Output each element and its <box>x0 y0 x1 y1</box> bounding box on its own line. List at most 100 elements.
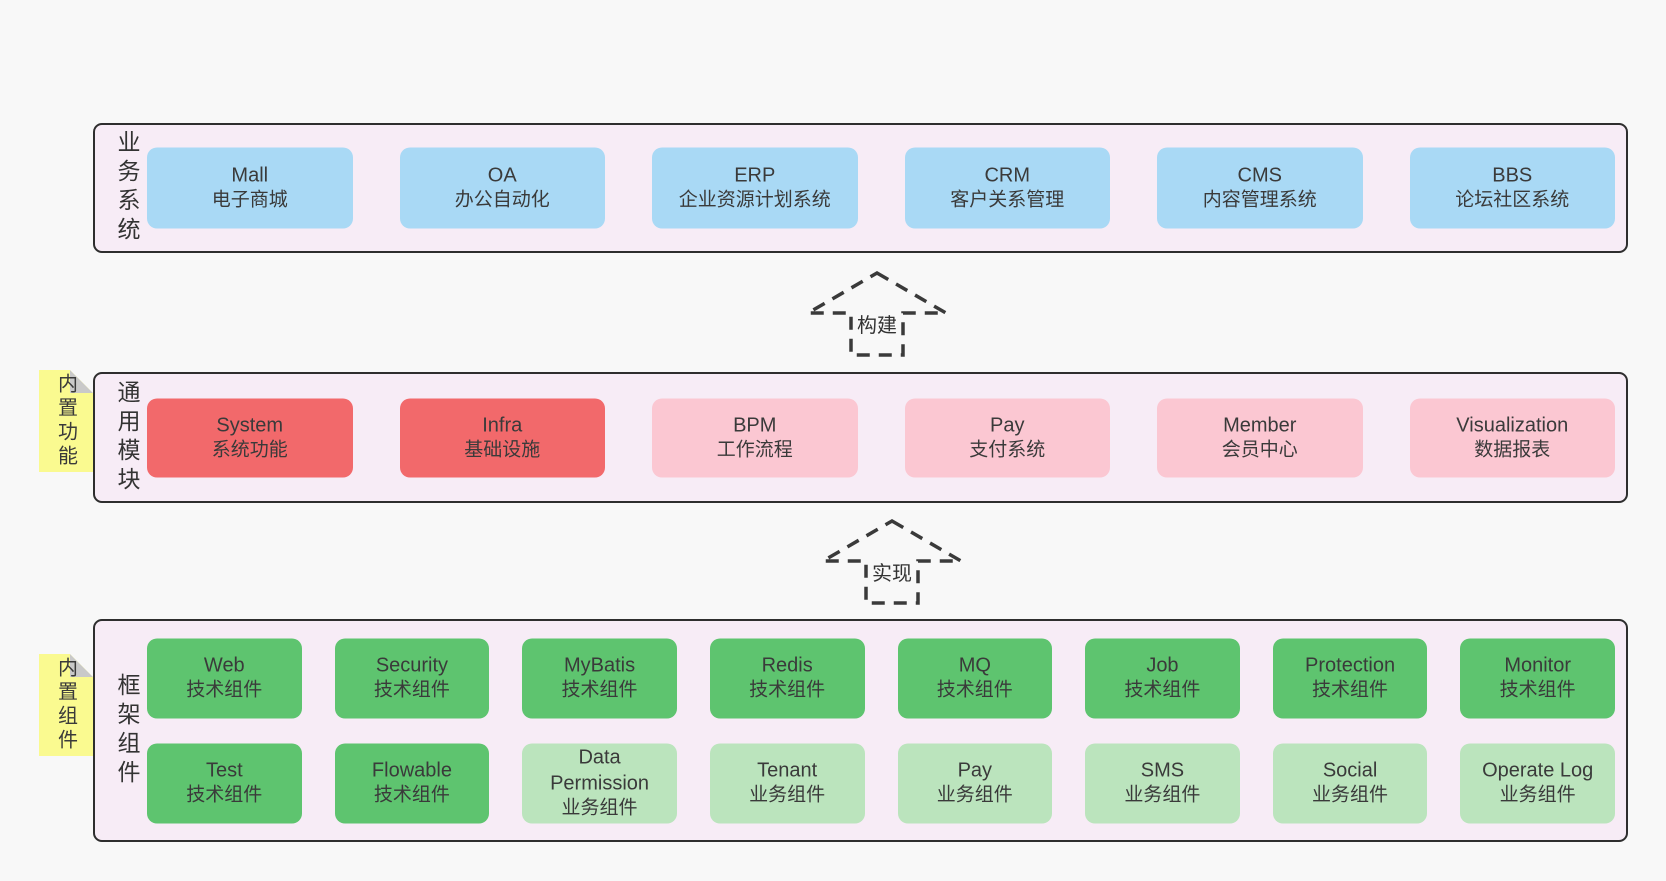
box-infra: Infra 基础设施 <box>399 398 605 477</box>
sticky-note-built-in-functions: 内置功能 <box>39 370 93 472</box>
box-name: SMS <box>1140 759 1185 782</box>
tier-label-framework-components: 框架组件 <box>114 672 140 789</box>
box-desc: 客户关系管理 <box>950 189 1065 211</box>
tier-business-systems: 业务系统 Mall 电子商城 OA 办公自动化 ERP 企业资源计划系统 CRM… <box>93 123 1628 253</box>
box-name: Infra <box>482 414 523 437</box>
box-tenant: Tenant 业务组件 <box>709 743 865 823</box>
box-visualization: Visualization 数据报表 <box>1409 398 1615 477</box>
box-desc: 业务组件 <box>1499 784 1576 806</box>
box-desc: 会员中心 <box>1221 439 1298 461</box>
box-name: Tenant <box>757 759 818 782</box>
box-flowable: Flowable 技术组件 <box>334 743 490 823</box>
box-name: MQ <box>958 654 991 677</box>
box-name: Redis <box>761 654 813 677</box>
up-arrow-icon <box>805 270 949 357</box>
common-modules-boxes: System 系统功能 Infra 基础设施 BPM 工作流程 Pay 支付系统… <box>147 398 1615 477</box>
box-desc: 业务组件 <box>1312 784 1389 806</box>
implement-arrow: 实现 <box>820 518 964 606</box>
box-name: Security <box>375 654 449 677</box>
build-arrow-label: 构建 <box>854 315 900 337</box>
box-name: CRM <box>984 164 1031 187</box>
box-desc: 系统功能 <box>211 439 288 461</box>
box-row: Mall 电子商城 OA 办公自动化 ERP 企业资源计划系统 CRM 客户关系… <box>147 147 1615 229</box>
box-oa: OA 办公自动化 <box>399 147 605 229</box>
box-erp: ERP 企业资源计划系统 <box>652 147 858 229</box>
box-name: Monitor <box>1504 654 1572 677</box>
box-name: Job <box>1146 654 1179 677</box>
box-name: MyBatis <box>564 654 636 677</box>
box-security: Security 技术组件 <box>334 638 490 718</box>
box-row: Test 技术组件 Flowable 技术组件 Data Permission … <box>147 743 1615 823</box>
box-row: Web 技术组件 Security 技术组件 MyBatis 技术组件 Redi… <box>147 638 1615 718</box>
box-desc: 基础设施 <box>464 439 541 461</box>
box-name: BBS <box>1492 164 1533 187</box>
box-desc: 技术组件 <box>186 784 263 806</box>
up-arrow-icon <box>820 518 964 605</box>
box-pay-module: Pay 支付系统 <box>904 398 1110 477</box>
box-web: Web 技术组件 <box>147 638 302 718</box>
box-desc: 技术组件 <box>1499 679 1576 701</box>
box-desc: 技术组件 <box>373 784 450 806</box>
box-desc: 技术组件 <box>1124 679 1201 701</box>
box-job: Job 技术组件 <box>1085 638 1240 718</box>
framework-components-boxes: Web 技术组件 Security 技术组件 MyBatis 技术组件 Redi… <box>147 638 1615 823</box>
box-desc: 技术组件 <box>561 679 638 701</box>
box-name: Mall <box>231 164 269 187</box>
note-text: 内置功能 <box>54 373 77 469</box>
box-name: BPM <box>733 414 777 437</box>
box-bbs: BBS 论坛社区系统 <box>1409 147 1615 229</box>
box-cms: CMS 内容管理系统 <box>1157 147 1363 229</box>
box-desc: 业务组件 <box>749 784 826 806</box>
box-desc: 技术组件 <box>1312 679 1389 701</box>
box-name: CMS <box>1237 164 1282 187</box>
box-desc: 工作流程 <box>716 439 793 461</box>
box-desc: 内容管理系统 <box>1202 189 1317 211</box>
box-operate-log: Operate Log 业务组件 <box>1460 743 1615 823</box>
box-desc: 业务组件 <box>561 797 638 819</box>
box-desc: 企业资源计划系统 <box>678 189 831 211</box>
box-desc: 技术组件 <box>373 679 450 701</box>
box-desc: 技术组件 <box>936 679 1013 701</box>
box-pay-component: Pay 业务组件 <box>897 743 1053 823</box>
box-protection: Protection 技术组件 <box>1272 638 1428 718</box>
box-name: Social <box>1322 759 1378 782</box>
box-name: Flowable <box>371 759 452 782</box>
box-mall: Mall 电子商城 <box>147 147 353 229</box>
tier-common-modules: 通用模块 System 系统功能 Infra 基础设施 BPM 工作流程 Pay… <box>93 372 1628 503</box>
box-crm: CRM 客户关系管理 <box>904 147 1110 229</box>
box-test: Test 技术组件 <box>147 743 302 823</box>
box-name: Pay <box>990 414 1025 437</box>
business-systems-boxes: Mall 电子商城 OA 办公自动化 ERP 企业资源计划系统 CRM 客户关系… <box>147 147 1615 229</box>
box-sms: SMS 业务组件 <box>1085 743 1240 823</box>
box-name: Member <box>1223 414 1297 437</box>
box-desc: 论坛社区系统 <box>1455 189 1570 211</box>
box-row: System 系统功能 Infra 基础设施 BPM 工作流程 Pay 支付系统… <box>147 398 1615 477</box>
tier-framework-components: 框架组件 Web 技术组件 Security 技术组件 MyBatis 技术组件… <box>93 619 1628 842</box>
box-name: Protection <box>1305 654 1396 677</box>
box-name: Test <box>205 759 243 782</box>
box-desc: 办公自动化 <box>454 189 550 211</box>
box-desc: 支付系统 <box>969 439 1046 461</box>
box-desc: 数据报表 <box>1474 439 1551 461</box>
sticky-note-built-in-components: 内置组件 <box>39 654 93 756</box>
box-desc: 技术组件 <box>186 679 263 701</box>
box-monitor: Monitor 技术组件 <box>1460 638 1615 718</box>
box-name: ERP <box>734 164 776 187</box>
implement-arrow-label: 实现 <box>869 563 915 585</box>
box-system: System 系统功能 <box>147 398 353 477</box>
box-bpm: BPM 工作流程 <box>652 398 858 477</box>
box-desc: 技术组件 <box>749 679 826 701</box>
box-name: Web <box>203 654 245 677</box>
box-name: Pay <box>957 759 993 782</box>
box-name: Visualization <box>1456 414 1569 437</box>
box-redis: Redis 技术组件 <box>709 638 865 718</box>
tier-label-common-modules: 通用模块 <box>114 379 140 496</box>
box-name: OA <box>487 164 517 187</box>
box-desc: 业务组件 <box>1124 784 1201 806</box>
box-name: System <box>216 414 284 437</box>
tier-label-business-systems: 业务系统 <box>114 130 140 246</box>
box-mq: MQ 技术组件 <box>897 638 1053 718</box>
box-name: Data Permission <box>550 746 650 795</box>
box-mybatis: MyBatis 技术组件 <box>522 638 677 718</box>
box-social: Social 业务组件 <box>1272 743 1428 823</box>
